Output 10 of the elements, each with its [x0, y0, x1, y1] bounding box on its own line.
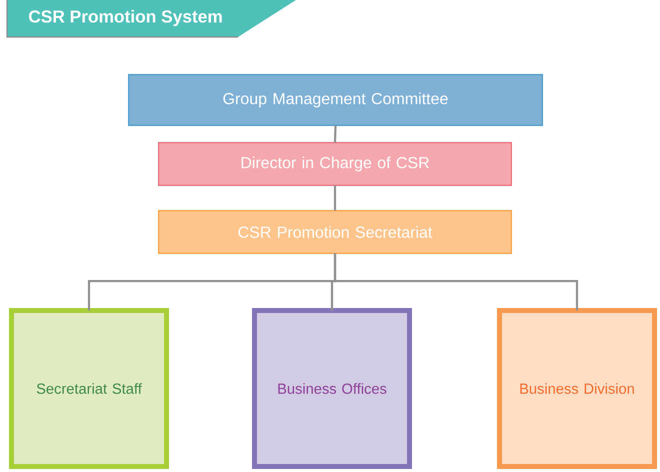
connector-line	[334, 253, 578, 310]
connector-line	[334, 125, 337, 143]
org-box: Business Division	[497, 308, 657, 469]
org-box: CSR Promotion Secretariat	[158, 210, 512, 254]
org-box: Director in Charge of CSR	[158, 142, 512, 186]
org-box: Business Offices	[252, 308, 412, 469]
title-banner: CSR Promotion System	[6, 0, 296, 38]
org-box: Group Management Committee	[128, 74, 543, 126]
connector-line	[334, 185, 336, 211]
org-box: Secretariat Staff	[9, 308, 169, 469]
